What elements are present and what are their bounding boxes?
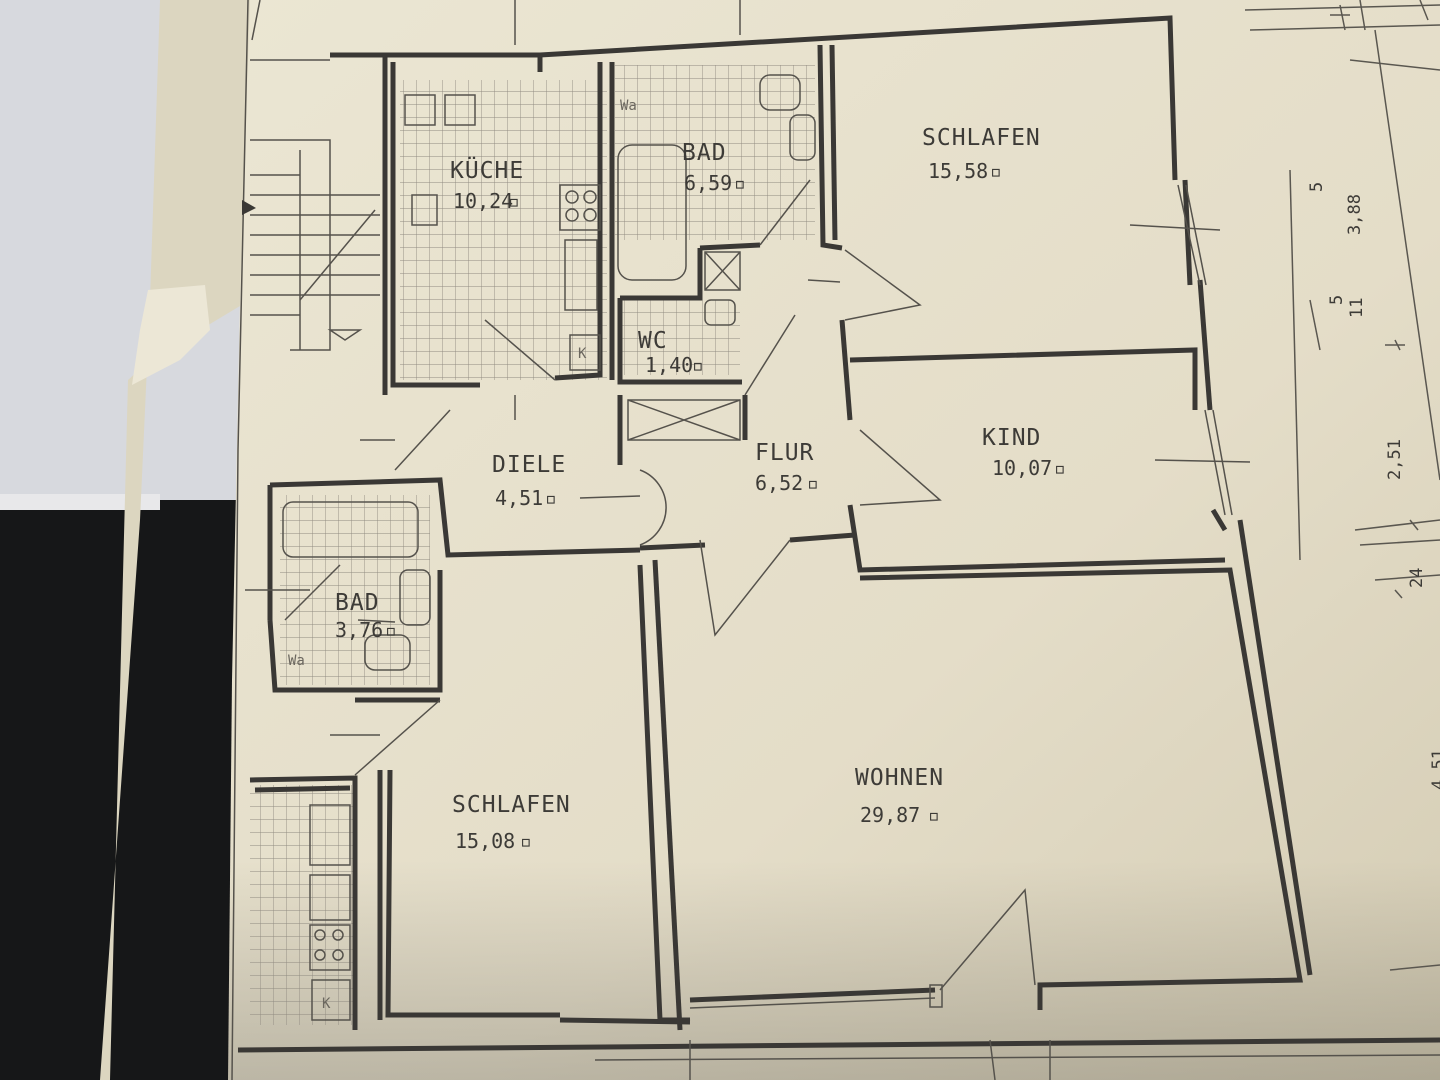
room-schlafen-bottom: SCHLAFEN 15,08 ▫ <box>452 792 571 853</box>
area-unit: ▫ <box>928 803 940 827</box>
paper-edge-line <box>251 0 261 41</box>
room-bad-top: BAD 6,59 ▫ <box>682 140 746 195</box>
neighbor-fridge-label: K <box>322 996 331 1012</box>
room-name: KIND <box>982 425 1041 451</box>
area-unit: ▫ <box>692 353 704 377</box>
room-wohnen: WOHNEN 29,87 ▫ <box>855 765 944 827</box>
area-unit: ▫ <box>545 486 557 510</box>
room-area: 1,40 <box>645 353 693 377</box>
paper-fold-flap <box>132 285 210 385</box>
area-unit: ▫ <box>385 618 397 642</box>
dimension-label: 24 <box>1407 568 1427 588</box>
room-area: 15,08 <box>455 829 515 853</box>
area-unit: ▫ <box>508 189 520 213</box>
room-area: 15,58 <box>928 159 988 183</box>
paper-back-fold <box>0 0 260 1080</box>
bath-top-tiles <box>615 65 815 240</box>
dimension-label: 5 <box>1327 295 1347 305</box>
room-name: SCHLAFEN <box>452 792 571 818</box>
table-edge <box>0 494 160 510</box>
room-name: WOHNEN <box>855 765 944 791</box>
dimension-labels: 5 3,88 5 11 2,51 24 4,51 <box>1307 182 1440 790</box>
neighbor-kitchen-tiles <box>250 785 355 1025</box>
room-area: 6,59 <box>684 171 732 195</box>
walls <box>237 15 1440 1053</box>
room-area: 6,52 <box>755 471 803 495</box>
room-area: 4,51 <box>495 486 543 510</box>
room-area: 3,76 <box>335 618 383 642</box>
room-area: 29,87 <box>860 803 920 827</box>
room-name: BAD <box>335 590 380 616</box>
dimension-lines <box>1244 0 1440 971</box>
neighbor-kitchen-fixtures <box>309 804 351 1021</box>
paper-edge-line <box>231 0 249 1080</box>
room-wc: WC 1,40 ▫ <box>638 328 704 377</box>
room-schlafen-top: SCHLAFEN 15,58 ▫ <box>922 125 1041 183</box>
area-unit: ▫ <box>520 829 532 853</box>
kitchen-fridge-label: K <box>578 346 587 362</box>
room-name: WC <box>638 328 668 354</box>
room-flur: FLUR 6,52 ▫ <box>755 440 819 495</box>
room-name: SCHLAFEN <box>922 125 1041 151</box>
dimension-label: 2,51 <box>1385 439 1405 480</box>
room-name: BAD <box>682 140 727 166</box>
windows <box>689 184 1233 1009</box>
room-bad-bottom: BAD 3,76 ▫ <box>335 590 397 642</box>
staircase <box>242 59 380 351</box>
room-area: 10,24 <box>453 189 513 213</box>
area-unit: ▫ <box>990 159 1002 183</box>
room-name: KÜCHE <box>450 156 524 184</box>
room-kind: KIND 10,07 ▫ <box>982 425 1066 480</box>
wc-fixtures <box>627 251 741 441</box>
room-name: FLUR <box>755 440 814 466</box>
dimension-label: 3,88 <box>1345 194 1365 235</box>
room-area: 10,07 <box>992 456 1052 480</box>
reference-lines <box>245 0 1440 1080</box>
bath-top-washbasin-label: Wa <box>620 98 637 114</box>
dimension-label: 5 <box>1307 182 1327 192</box>
wc-tiles <box>622 300 740 375</box>
bath-bottom-fixtures <box>282 501 431 671</box>
room-diele: DIELE 4,51 ▫ <box>492 452 566 510</box>
dimension-label: 11 <box>1347 298 1367 318</box>
kitchen-fixtures <box>404 94 601 371</box>
area-unit: ▫ <box>1054 456 1066 480</box>
dimension-label: 4,51 <box>1429 749 1440 790</box>
bath-top-fixtures <box>617 74 816 281</box>
area-unit: ▫ <box>734 171 746 195</box>
room-name: DIELE <box>492 452 566 478</box>
area-unit: ▫ <box>807 471 819 495</box>
kitchen-tiles <box>400 80 555 380</box>
room-kueche: KÜCHE 10,24 ▫ <box>450 156 524 213</box>
door-swings <box>284 179 1036 991</box>
bath-bottom-washbasin-label: Wa <box>288 653 305 669</box>
